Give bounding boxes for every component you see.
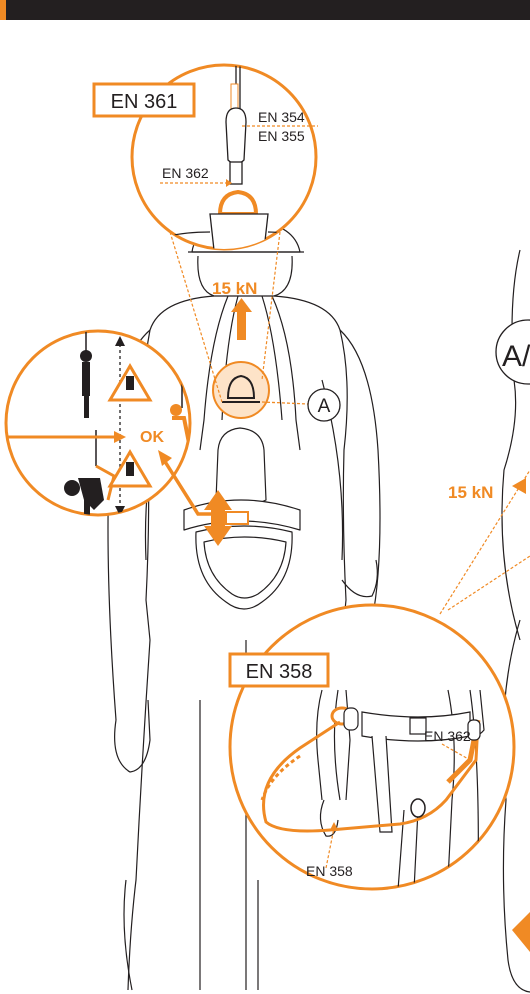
dorsal-load-label: 15 kN	[212, 279, 257, 298]
side-load-label: 15 kN	[448, 483, 493, 502]
dorsal-load-arrow	[231, 298, 252, 340]
point-a-marker: A	[308, 389, 340, 421]
fall-position-callout: OK	[6, 330, 212, 526]
side-load: 15 kN	[448, 478, 526, 502]
point-a-label: A	[318, 396, 331, 417]
positioning-callout: EN 362 EN 358 EN 358	[230, 605, 514, 890]
anchor-callout: EN 354 EN 355 EN 362 EN 361	[94, 60, 318, 250]
en358-box-label: EN 358	[246, 661, 313, 683]
en358-lanyard-label: EN 358	[306, 863, 353, 879]
ok-label: OK	[140, 429, 164, 446]
corner-tag	[512, 912, 530, 952]
en362-bottom-label: EN 362	[424, 728, 471, 744]
en361-label: EN 361	[111, 91, 178, 113]
point-a2-label: A/2	[502, 340, 530, 373]
dorsal-attachment	[213, 362, 269, 418]
en354-label: EN 354	[258, 109, 305, 125]
point-a-leader	[262, 402, 308, 404]
point-a2-marker: A/2	[496, 320, 530, 384]
en355-label: EN 355	[258, 128, 305, 144]
en362-top-label: EN 362	[162, 165, 209, 181]
